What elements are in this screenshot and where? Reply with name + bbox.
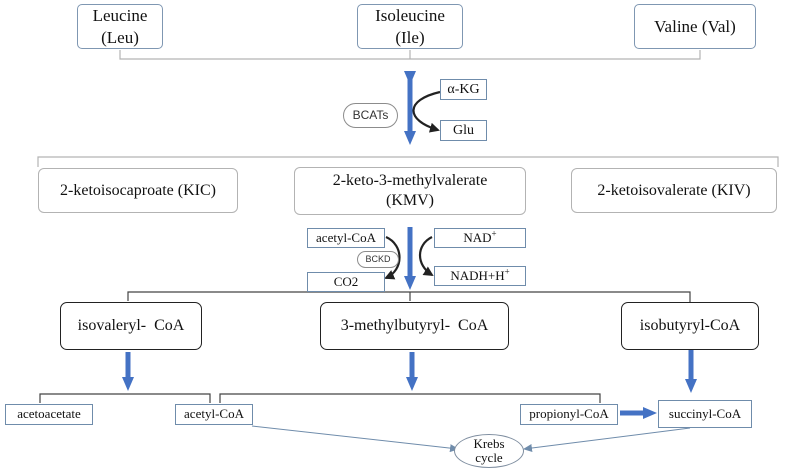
bckd-text: BCKD (365, 253, 391, 264)
kiv-box: 2-ketoisovalerate (KIV) (571, 168, 777, 213)
alpha-kg-box: α-KG (440, 79, 487, 100)
acetyl-coa-text: acetyl-CoA (184, 406, 244, 422)
leucine-label: Leucine (92, 6, 148, 26)
bckd-left-curve (384, 235, 401, 280)
methylbutyryl-coa-label: 3-methylbutyryl- CoA (340, 317, 489, 334)
leucine-box: Leucine (Leu) (77, 4, 163, 49)
kmv-box: 2-keto-3-methylvalerate (KMV) (294, 167, 526, 215)
kmv-label: 2-keto-3-methylvalerate (332, 172, 488, 189)
propionyl-coa-box: propionyl-CoA (520, 404, 618, 425)
kiv-label: 2-ketoisovalerate (KIV) (597, 181, 751, 199)
isobutyryl-coa-label: isobutyryl-CoA (639, 317, 741, 334)
succinyl-coa-text: succinyl-CoA (668, 405, 742, 421)
kmv-abbrev: (KMV) (386, 192, 434, 209)
isoleucine-abbrev: (Ile) (395, 27, 425, 47)
bcats-text: BCATs (352, 108, 389, 122)
isovaleryl-coa-box: isovaleryl- CoA (60, 302, 202, 350)
glu-text: Glu (453, 122, 474, 138)
co2-box: CO2 (307, 272, 385, 292)
valine-box: Valine (Val) (634, 4, 756, 49)
acetyl-coa-input-text: acetyl-CoA (316, 229, 376, 245)
leucine-abbrev: (Leu) (101, 27, 139, 47)
end-product-brackets (39, 393, 601, 403)
kic-label: 2-ketoisocaproate (KIC) (60, 181, 216, 199)
bckd-label: BCKD (357, 251, 399, 268)
nadh-text: NADH+H+ (450, 266, 510, 283)
nad-text: NAD+ (463, 228, 497, 245)
methylbutyryl-coa-box: 3-methylbutyryl- CoA (320, 302, 509, 350)
cycle-label: cycle (475, 450, 503, 465)
isoleucine-box: Isoleucine (Ile) (357, 4, 463, 49)
isovaleryl-coa-label: isovaleryl- CoA (77, 317, 185, 334)
nadh-box: NADH+H+ (434, 266, 526, 286)
isoleucine-label: Isoleucine (375, 6, 445, 26)
kic-box: 2-ketoisocaproate (KIC) (38, 168, 238, 213)
acetoacetate-box: acetoacetate (5, 404, 93, 425)
nad-box: NAD+ (434, 228, 526, 248)
bcats-label: BCATs (343, 103, 398, 128)
keto-acid-bracket (37, 156, 779, 167)
glu-box: Glu (440, 120, 487, 141)
acyl-coa-arrows (122, 350, 697, 393)
isobutyryl-coa-box: isobutyryl-CoA (621, 302, 759, 350)
krebs-label: Krebs (473, 435, 505, 451)
acetyl-coa-input-box: acetyl-CoA (307, 228, 385, 248)
alpha-kg-text: α-KG (447, 81, 480, 97)
succinyl-coa-box: succinyl-CoA (658, 400, 752, 428)
co2-text: CO2 (333, 273, 359, 289)
propionyl-coa-text: propionyl-CoA (529, 406, 609, 422)
acetoacetate-text: acetoacetate (17, 406, 81, 422)
krebs-cycle-oval: Krebs cycle (454, 434, 524, 468)
acetyl-coa-box: acetyl-CoA (175, 404, 253, 425)
bckd-right-curve (418, 236, 434, 277)
amino-acid-bracket (119, 50, 701, 60)
bcat-curved-arrow (412, 90, 441, 133)
valine-label: Valine (Val) (654, 16, 736, 36)
krebs-connectors (251, 425, 691, 453)
